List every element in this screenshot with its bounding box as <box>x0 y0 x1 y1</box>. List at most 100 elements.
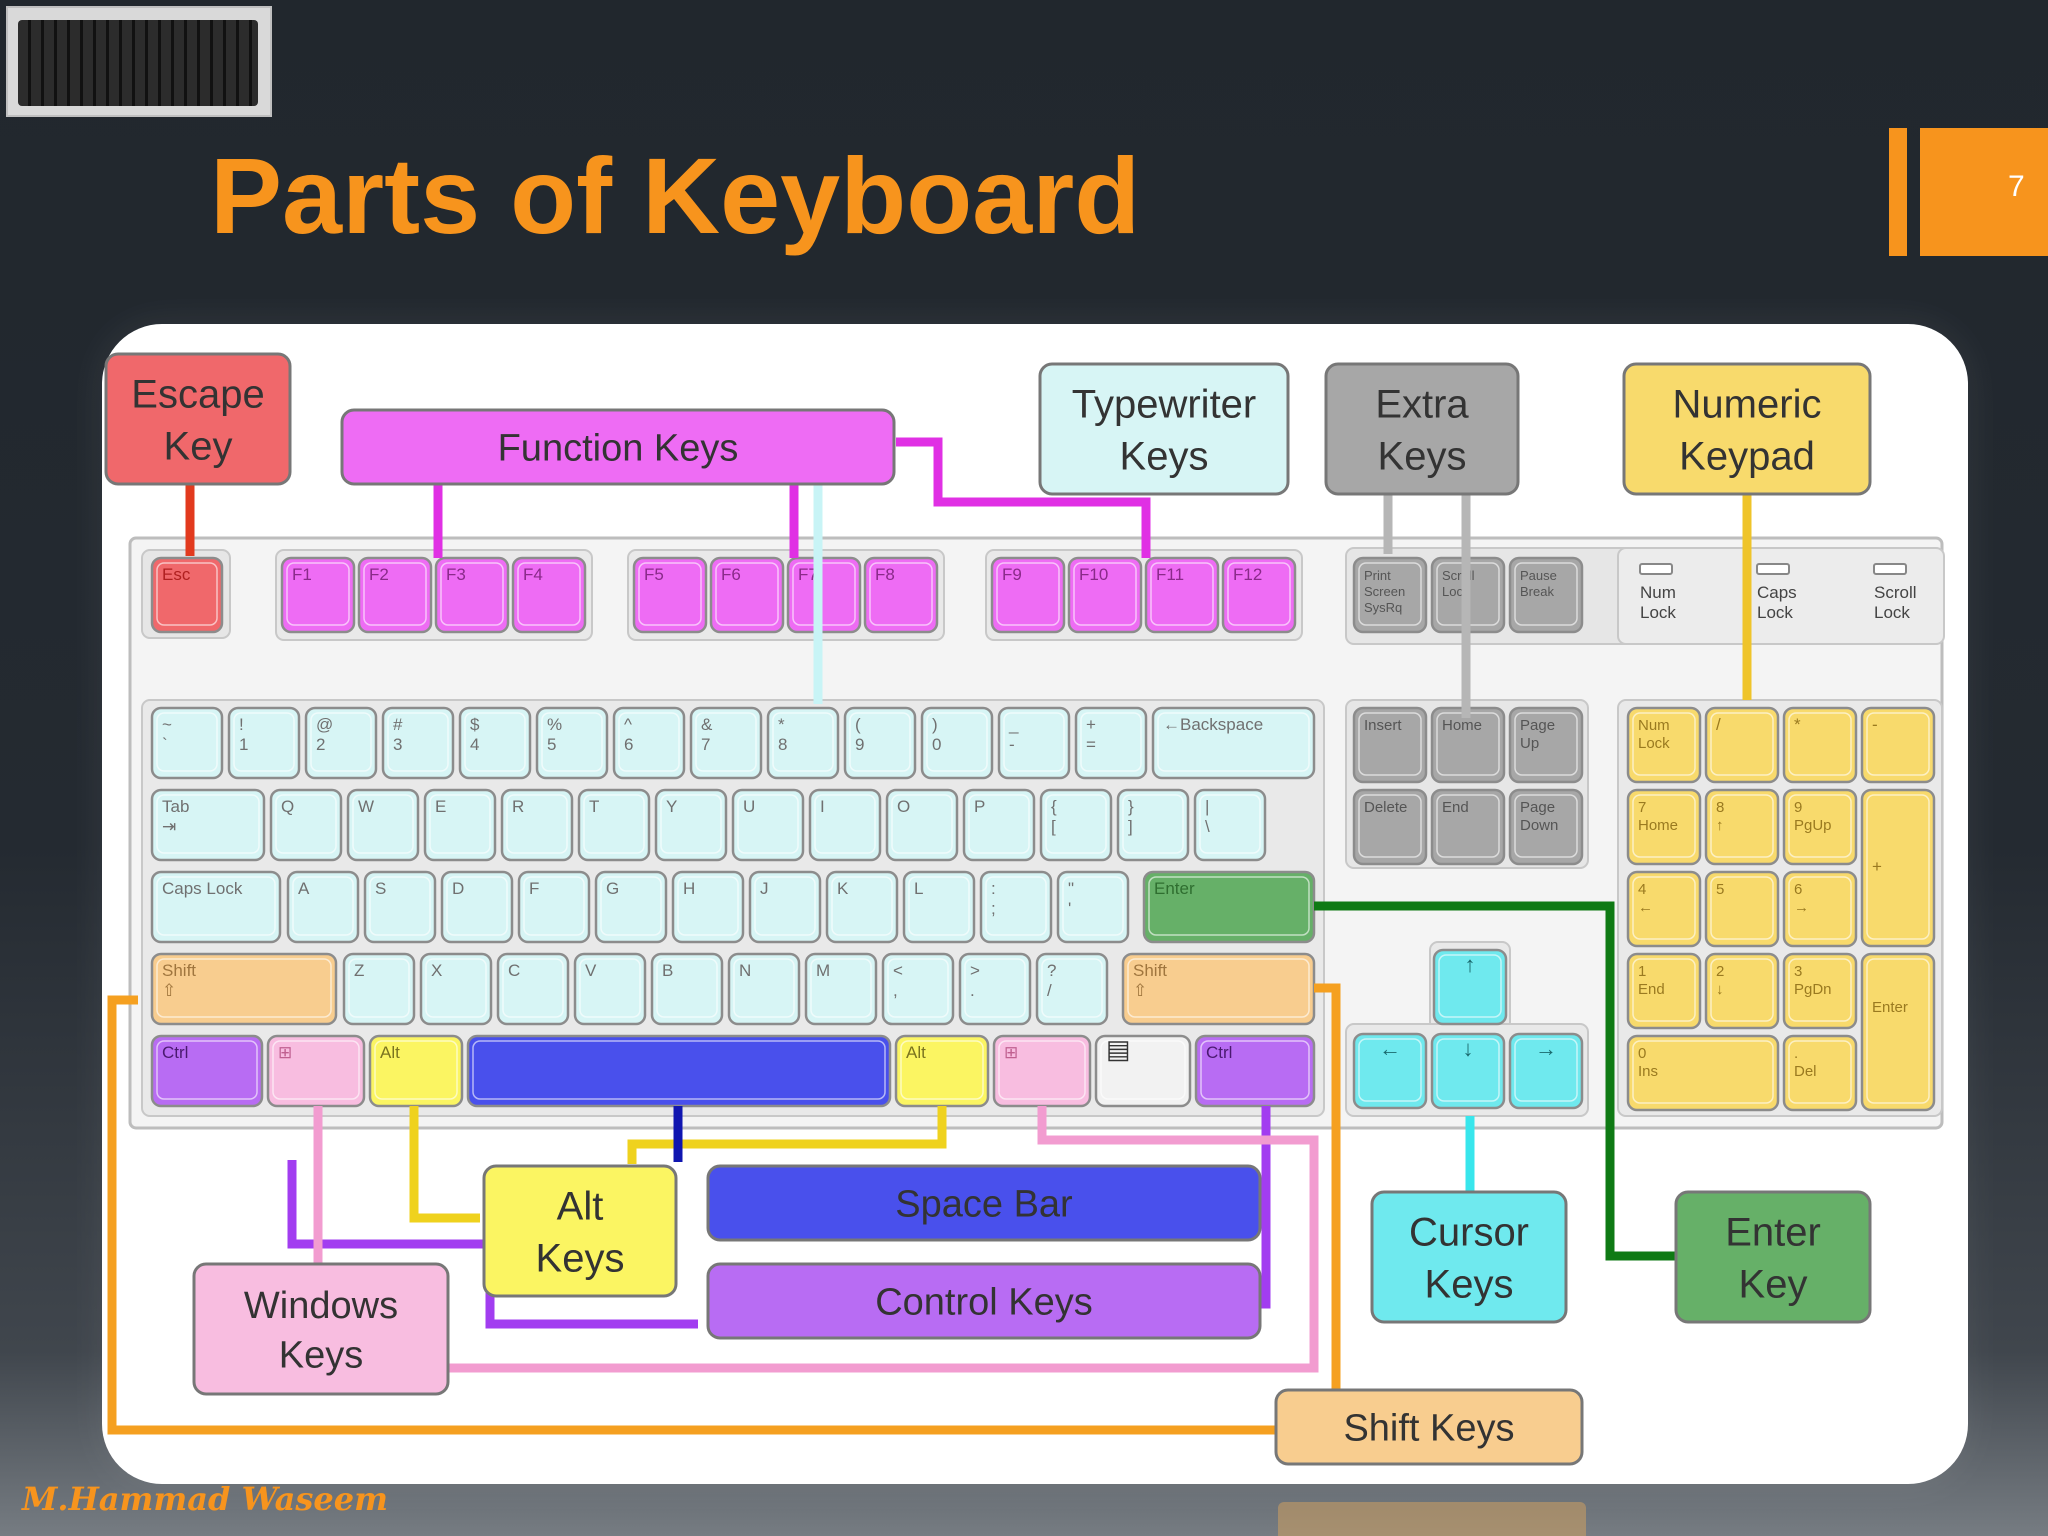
letter-key: X <box>419 952 493 1026</box>
key-legend: / <box>1716 715 1721 734</box>
key-legend: 0 <box>932 735 941 754</box>
key-legend: ] <box>1128 817 1133 836</box>
key-legend: ~ <box>162 715 172 734</box>
number-key: _- <box>997 706 1071 780</box>
callout-label: Key <box>164 424 233 468</box>
shift-connector-left <box>107 995 1276 1435</box>
key-legend: E <box>435 797 446 816</box>
key-legend: I <box>820 797 825 816</box>
key-legend: X <box>431 961 442 980</box>
key-legend: A <box>298 879 310 898</box>
callout-label: Function Keys <box>498 428 739 470</box>
navigation-key: Insert <box>1352 706 1428 784</box>
key-legend: # <box>393 715 403 734</box>
number-key: @2 <box>304 706 378 780</box>
key-legend: Ctrl <box>162 1043 188 1062</box>
key-legend: Page <box>1520 717 1555 734</box>
key-legend: F10 <box>1079 565 1108 584</box>
key-legend: 0 <box>1638 1045 1646 1062</box>
callout-label: Key <box>1739 1262 1808 1306</box>
key-legend: < <box>893 961 903 980</box>
key-legend: Delete <box>1364 799 1407 816</box>
key-legend: [ <box>1051 817 1056 836</box>
number-key: &7 <box>689 706 763 780</box>
key-legend: F4 <box>523 565 543 584</box>
arrow-key: ← <box>1352 1032 1428 1110</box>
key-legend: Num <box>1638 717 1670 734</box>
letter-key: M <box>804 952 878 1026</box>
ctrl-key-right: Ctrl <box>1194 1034 1316 1108</box>
windows-key-right: ⊞ <box>992 1034 1092 1108</box>
alt-connector-left <box>409 1106 480 1223</box>
function-key: F7 <box>786 556 862 634</box>
callout-label: Extra <box>1375 382 1469 426</box>
panel-reflection <box>1278 1502 1586 1536</box>
backspace-key: ←Backspace <box>1151 706 1316 780</box>
key-legend: * <box>778 715 785 734</box>
function-key: F8 <box>863 556 939 634</box>
lights-frame <box>1617 547 1945 645</box>
callout-label: Keys <box>1120 434 1209 478</box>
key-legend: 8 <box>778 735 787 754</box>
enter-key: Enter <box>1142 870 1316 944</box>
key-legend: { <box>1051 797 1057 816</box>
numpad-key: 2↓ <box>1704 952 1780 1030</box>
key-legend: - <box>1872 715 1878 734</box>
key-legend: - <box>1009 735 1015 754</box>
letter-key: B <box>650 952 724 1026</box>
function-key: F3 <box>434 556 510 634</box>
key-legend: End <box>1442 799 1469 816</box>
letter-key: D <box>440 870 514 944</box>
key-legend: ⇧ <box>162 981 176 1000</box>
key-legend: Pause <box>1520 568 1557 583</box>
key-legend: Alt <box>906 1043 926 1062</box>
key-legend: H <box>683 879 695 898</box>
key-legend: Home <box>1442 717 1482 734</box>
numpad-key: / <box>1704 706 1780 784</box>
numpad-key: 6→ <box>1782 870 1858 948</box>
shift-key-right: Shift⇧ <box>1121 952 1316 1026</box>
function-key: F9 <box>990 556 1066 634</box>
key-legend: Enter <box>1872 999 1908 1016</box>
slide-title: Parts of Keyboard <box>210 135 1141 256</box>
arrow-key: ↓ <box>1430 1032 1506 1110</box>
letter-key: Z <box>342 952 416 1026</box>
key-legend: ⇥ <box>162 817 176 836</box>
letter-key: F <box>517 870 591 944</box>
callout-label: Keys <box>1378 434 1467 478</box>
key-legend: → <box>1535 1036 1557 1061</box>
function-connector-c <box>896 437 1151 558</box>
key-legend: Shift <box>1133 961 1167 980</box>
indicator-light <box>1756 563 1790 575</box>
key-legend: 5 <box>1716 881 1724 898</box>
key-legend: PgUp <box>1794 817 1832 834</box>
enter-connector <box>1314 901 1676 1261</box>
key-legend: ; <box>991 899 996 918</box>
key-legend: 4 <box>470 735 479 754</box>
key-legend: F12 <box>1233 565 1262 584</box>
key-legend: : <box>991 879 996 898</box>
key-legend: ↑ <box>1465 952 1476 977</box>
key-legend: ↓ <box>1716 981 1724 998</box>
numpad-key: - <box>1860 706 1936 784</box>
key-legend: ! <box>239 715 244 734</box>
symbol-key: }] <box>1116 788 1190 862</box>
key-legend: M <box>816 961 830 980</box>
key-legend: @ <box>316 715 333 734</box>
callout-label: Cursor <box>1409 1210 1529 1254</box>
letter-key: U <box>731 788 805 862</box>
indicator-label: Scroll <box>1874 583 1917 602</box>
function-key: F5 <box>632 556 708 634</box>
key-legend: $ <box>470 715 480 734</box>
shift-key-left: Shift⇧ <box>150 952 338 1026</box>
ctrl-connector-right <box>1260 1106 1271 1309</box>
key-legend: F2 <box>369 565 389 584</box>
key-legend: 1 <box>239 735 248 754</box>
symbol-key: :; <box>979 870 1053 944</box>
